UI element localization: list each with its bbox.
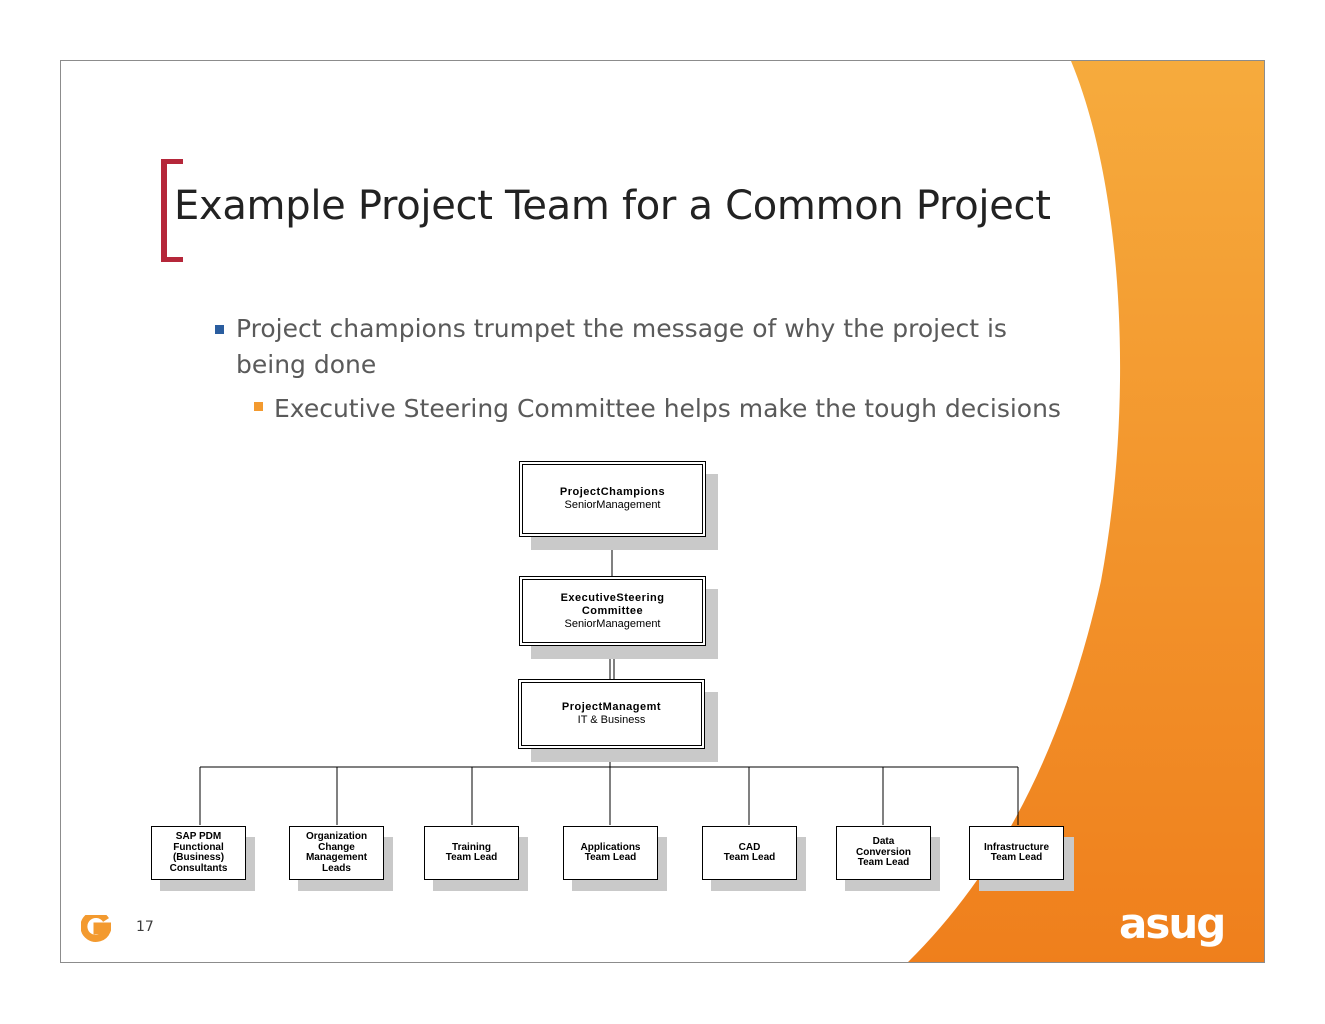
org-node-title: ProjectChampions [559, 486, 666, 498]
org-node-team-label: CAD Team Lead [723, 841, 776, 863]
org-node-team-label: Applications Team Lead [580, 841, 641, 863]
slide-title: Example Project Team for a Common Projec… [174, 183, 1051, 229]
org-node-team-label: Infrastructure Team Lead [983, 841, 1049, 863]
title-bracket-decoration [161, 159, 183, 262]
org-node-subtitle: IT & Business [577, 714, 646, 726]
org-node-team-label: SAP PDM Functional (Business) Consultant… [169, 831, 228, 874]
bullet-marker-level2 [254, 402, 263, 411]
org-node-team-label: Data Conversion Team Lead [855, 836, 911, 869]
g-logo-icon [81, 915, 111, 942]
org-node-executive-steering: ExecutiveSteering Committee SeniorManage… [519, 576, 706, 646]
org-node-team: SAP PDM Functional (Business) Consultant… [151, 826, 246, 880]
slide-number: 17 [136, 919, 154, 935]
org-node-team-label: Training Team Lead [445, 841, 498, 863]
org-node-title: ProjectManagemt [561, 701, 662, 713]
org-node-team: Organization Change Management Leads [289, 826, 384, 880]
bullet-marker-level1 [215, 325, 224, 334]
bullet-level1: Project champions trumpet the message of… [236, 314, 1007, 379]
org-node-subtitle: SeniorManagement [564, 499, 661, 511]
orange-swoosh-background [907, 61, 1264, 962]
org-node-team: Training Team Lead [424, 826, 519, 880]
org-node-team-label: Organization Change Management Leads [305, 831, 368, 874]
org-node-subtitle: SeniorManagement [564, 617, 661, 630]
slide: Example Project Team for a Common Projec… [60, 60, 1265, 963]
org-node-project-management: ProjectManagemt IT & Business [518, 679, 705, 749]
org-node-team: Applications Team Lead [563, 826, 658, 880]
org-node-team: CAD Team Lead [702, 826, 797, 880]
org-node-team: Data Conversion Team Lead [836, 826, 931, 880]
asug-logo: asug [1119, 899, 1226, 948]
org-node-team: Infrastructure Team Lead [969, 826, 1064, 880]
org-node-project-champions: ProjectChampions SeniorManagement [519, 461, 706, 537]
bullet-level2: Executive Steering Committee helps make … [274, 394, 1061, 423]
org-node-title: ExecutiveSteering Committee [560, 591, 665, 617]
